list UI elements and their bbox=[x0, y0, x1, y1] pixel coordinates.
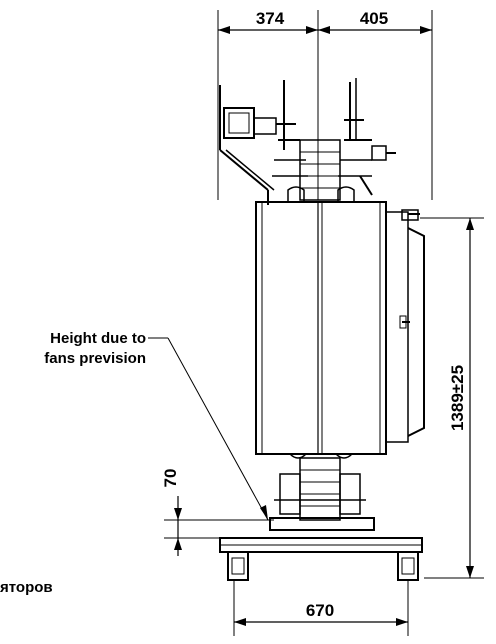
callout-line-1: Height due to bbox=[50, 330, 146, 347]
dimension-374: 374 bbox=[256, 9, 285, 28]
bottom-dimension bbox=[233, 580, 409, 636]
top-dimension bbox=[217, 10, 433, 200]
callout-leader bbox=[148, 337, 269, 521]
partial-label: яторов bbox=[0, 579, 53, 596]
dimension-1389: 1389±25 bbox=[448, 365, 467, 431]
height-dimension bbox=[420, 217, 484, 579]
base-dimension bbox=[164, 496, 274, 556]
top-fittings bbox=[219, 78, 396, 205]
dimension-405: 405 bbox=[360, 9, 388, 28]
lower-assembly bbox=[219, 453, 423, 581]
dimension-670: 670 bbox=[306, 601, 334, 620]
dimension-70: 70 bbox=[161, 469, 180, 488]
callout-line-2: fans prevision bbox=[44, 350, 146, 367]
coil-body bbox=[255, 201, 425, 455]
